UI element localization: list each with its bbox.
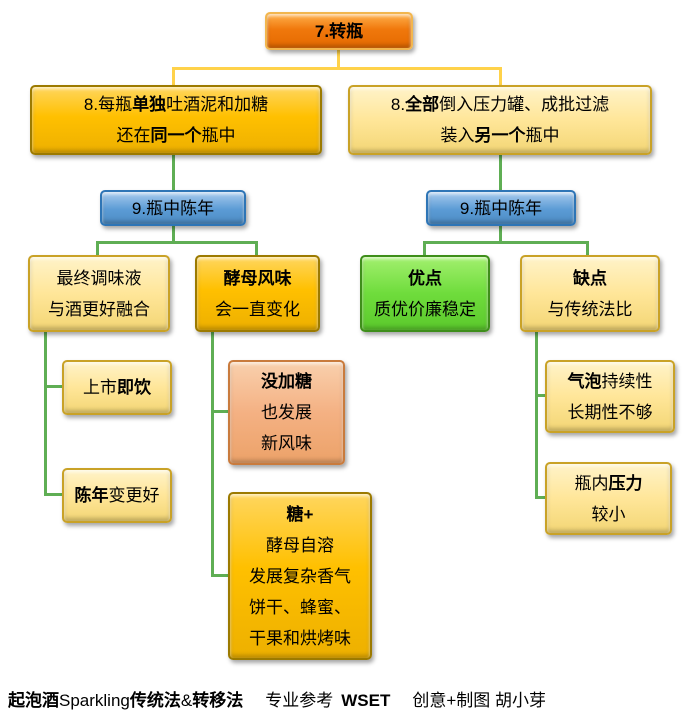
node-sugar-plus-autolysis: 糖+ 酵母自溶 发展复杂香气 饼干、蜂蜜、 干果和烘烤味 [228, 492, 372, 660]
text-segment: 持续性 [601, 371, 653, 391]
connector-line [96, 241, 258, 244]
connector-line [172, 155, 175, 190]
node-yeast-flavor: 酵母风味 会一直变化 [195, 255, 320, 332]
footer-caption: 起泡酒Sparkling传统法&转移法 专业参考 WSET 创意+制图 胡小芽 [8, 686, 694, 711]
node-better-with-age: 陈年变更好 [62, 468, 172, 523]
node-label: 还在同一个瓶中 [117, 120, 236, 151]
connector-line [499, 226, 502, 243]
text-segment: 全部 [405, 95, 440, 114]
connector-line [499, 155, 502, 190]
connector-line [211, 410, 228, 413]
text-segment: 瓶中 [201, 126, 236, 145]
node-drink-on-release: 上市即饮 [62, 360, 172, 415]
connector-line [44, 493, 62, 496]
node-label: 会一直变化 [215, 299, 300, 319]
text-segment: 转移法 [192, 691, 244, 710]
node-label: 没加糖 [261, 372, 312, 391]
node-label: 饼干、蜂蜜、 [249, 597, 351, 617]
node-label: 缺点 [573, 268, 607, 288]
text-segment: 吐酒泥和加糖 [166, 95, 269, 114]
node-label: 也发展 [261, 403, 312, 422]
text-segment: WSET [341, 691, 391, 710]
node-label: 最终调味液 [56, 268, 142, 288]
node-label: 8.每瓶单独吐酒泥和加糖 [84, 89, 268, 120]
text-segment: 还在 [116, 126, 151, 145]
node-label: 发展复杂香气 [249, 566, 351, 586]
node-bottle-pressure: 瓶内压力 较小 [545, 462, 672, 535]
text-segment: 起泡酒 [8, 691, 59, 710]
text-segment: 另一个 [474, 126, 526, 145]
node-label: 装入另一个瓶中 [441, 120, 560, 151]
text-segment: 变更好 [108, 486, 160, 505]
text-segment: 压力 [608, 473, 643, 493]
connector-line [211, 332, 214, 577]
text-segment: 倒入压力罐、成批过滤 [439, 95, 610, 114]
node-label: 上市即饮 [83, 372, 151, 403]
connector-line [211, 574, 228, 577]
node-disadvantages: 缺点 与传统法比 [520, 255, 660, 332]
node-label: 与酒更好融合 [48, 299, 150, 319]
node-7-rotate-bottles: 7.转瓶 [265, 12, 413, 50]
node-8-transfer-pressure-tank: 8.全部倒入压力罐、成批过滤 装入另一个瓶中 [348, 85, 652, 155]
connector-line [423, 241, 426, 255]
text-segment: 瓶内 [574, 473, 609, 493]
node-advantages: 优点 质优价廉稳定 [360, 255, 490, 332]
node-label: 瓶内压力 [575, 468, 643, 499]
connector-line [499, 67, 502, 85]
text-segment: 传统法 [129, 691, 181, 710]
node-label: 与传统法比 [547, 299, 633, 319]
connector-line [172, 67, 175, 85]
connector-line [586, 241, 589, 255]
node-label: 较小 [591, 504, 626, 524]
node-8-individual-disgorge: 8.每瓶单独吐酒泥和加糖 还在同一个瓶中 [30, 85, 322, 155]
node-final-dosage: 最终调味液 与酒更好融合 [28, 255, 170, 332]
connector-line [423, 241, 589, 244]
text-segment: 创意+制图 胡小芽 [412, 691, 546, 710]
node-bubble-persistence: 气泡持续性 长期性不够 [545, 360, 675, 433]
text-segment: 瓶中 [525, 126, 560, 145]
text-segment: 同一个 [150, 126, 202, 145]
text-segment: & [180, 691, 193, 710]
connector-line [172, 67, 502, 70]
connector-line [44, 332, 47, 496]
node-label: 酵母风味 [223, 268, 292, 288]
connector-line [96, 241, 99, 255]
connector-line [172, 226, 175, 243]
node-label: 优点 [408, 268, 442, 288]
text-segment: 即饮 [117, 378, 151, 397]
node-label: 干果和烘烤味 [249, 628, 351, 648]
text-segment: 8.每瓶 [83, 95, 133, 114]
node-label: 长期性不够 [567, 402, 653, 422]
node-label: 糖+ [286, 504, 314, 524]
connector-line [337, 50, 340, 68]
node-label: 8.全部倒入压力罐、成批过滤 [391, 89, 609, 120]
node-no-sugar: 没加糖 也发展 新风味 [228, 360, 345, 465]
node-label: 质优价廉稳定 [374, 299, 476, 319]
node-label: 新风味 [261, 434, 312, 453]
connector-line [535, 332, 538, 499]
connector-line [255, 241, 258, 255]
node-9-bottle-aging-right: 9.瓶中陈年 [426, 190, 576, 226]
text-segment: 8. [390, 95, 406, 114]
node-label: 9.瓶中陈年 [459, 198, 543, 218]
node-label: 气泡持续性 [568, 366, 653, 397]
node-label: 9.瓶中陈年 [131, 198, 215, 218]
node-label: 7.转瓶 [314, 21, 364, 41]
connector-line [535, 394, 545, 397]
text-segment: 单独 [132, 95, 167, 114]
text-segment: Sparkling [59, 691, 130, 710]
connector-line [535, 496, 545, 499]
node-label: 陈年变更好 [75, 480, 160, 511]
connector-line [44, 385, 62, 388]
text-segment: 陈年 [74, 486, 109, 505]
node-9-bottle-aging-left: 9.瓶中陈年 [100, 190, 246, 226]
text-segment: 专业参考 [265, 691, 334, 710]
text-segment: 装入 [440, 126, 475, 145]
text-segment: 气泡 [567, 371, 602, 391]
node-label: 酵母自溶 [266, 535, 334, 555]
text-segment: 上市 [83, 378, 117, 397]
